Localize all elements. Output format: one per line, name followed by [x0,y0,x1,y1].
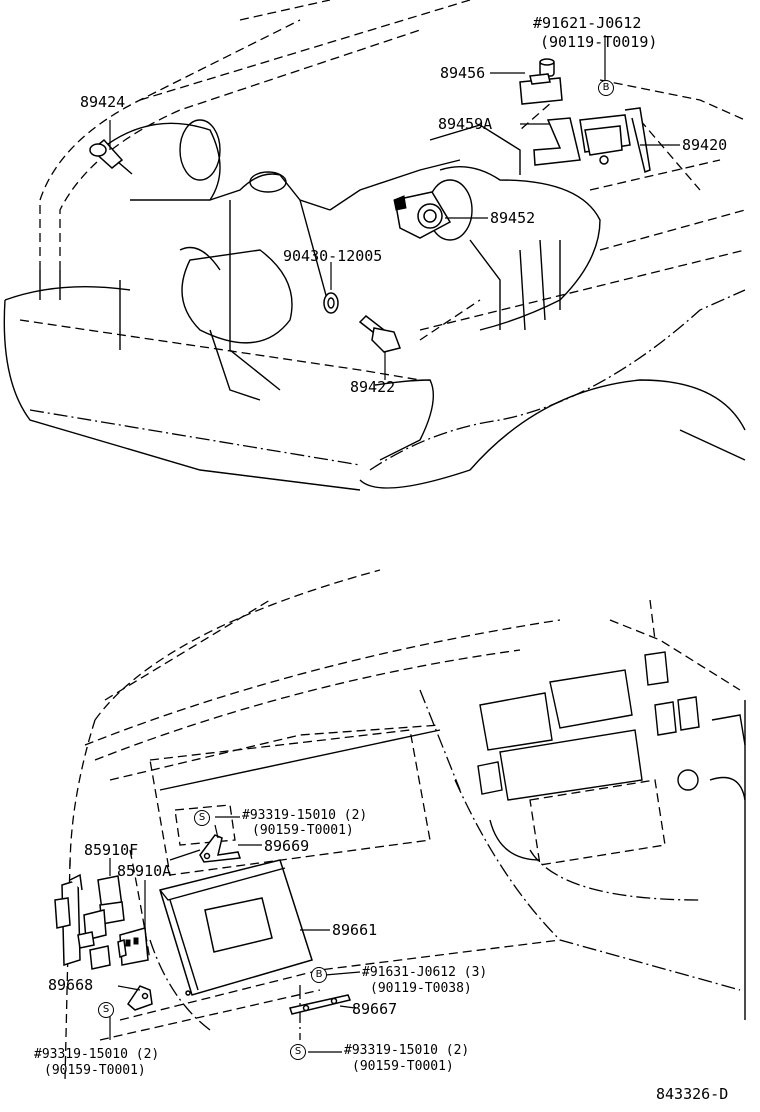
part-note-93319-top: #93319-15010 (2) [242,808,368,823]
part-note-90159-top: (90159-T0001) [252,823,354,838]
leader-93319-top-bolt [214,824,219,839]
part-note-91621: #91621-J0612 [533,14,642,32]
part-number-89422: 89422 [350,378,396,396]
part-note-93319-left: #93319-15010 (2) [34,1047,160,1062]
washer-90430[interactable] [323,292,339,314]
b-symbol-icon: B [598,80,614,96]
part-number-85910a: 85910A [117,862,172,880]
s-symbol-icon: S [194,810,210,826]
relay-85910f[interactable] [54,873,125,970]
bracket-89668[interactable] [127,985,153,1011]
part-number-89420: 89420 [682,136,728,154]
relay-85910a[interactable] [117,927,149,966]
part-note-93319-bottom: #93319-15010 (2) [344,1043,470,1058]
ecu-89661[interactable] [159,859,313,996]
part-note-90159-left: (90159-T0001) [44,1063,146,1078]
leader-91631 [324,971,361,976]
part-number-85910f: 85910F [84,841,139,859]
bracket-89667[interactable] [289,994,352,1015]
s-symbol-icon: S [290,1044,306,1060]
s-symbol-icon: S [98,1002,114,1018]
dashboard-outline [64,569,746,1081]
bracket-89459a[interactable] [533,117,581,166]
sensor-89420[interactable] [579,107,651,174]
sensor-89422[interactable] [358,315,401,353]
leader-89668 [117,985,141,991]
part-number-89459a: 89459A [438,115,493,133]
part-number-89669: 89669 [264,837,310,855]
part-number-89667: 89667 [352,1000,398,1018]
part-number-89452: 89452 [490,209,536,227]
vehicle-body-outline [3,0,746,491]
part-number-89661: 89661 [332,921,378,939]
leader-89667 [339,1005,356,1009]
part-note-90119-t0038: (90119-T0038) [370,981,472,996]
part-number-90430: 90430-12005 [283,247,383,265]
part-number-89668: 89668 [48,976,94,994]
part-note-90119-t0019: (90119-T0019) [540,33,658,51]
part-note-91631: #91631-J0612 (3) [362,965,488,980]
part-number-89424: 89424 [80,93,126,111]
b-symbol-icon: B [311,967,327,983]
diagram-code: 843326-D [656,1085,729,1103]
sensor-89424[interactable] [89,138,133,175]
sensor-89456[interactable] [519,58,563,105]
part-number-89456: 89456 [440,64,486,82]
part-note-90159-bottom: (90159-T0001) [352,1059,454,1074]
sensor-89452[interactable] [393,191,452,239]
bracket-89669[interactable] [199,834,242,863]
